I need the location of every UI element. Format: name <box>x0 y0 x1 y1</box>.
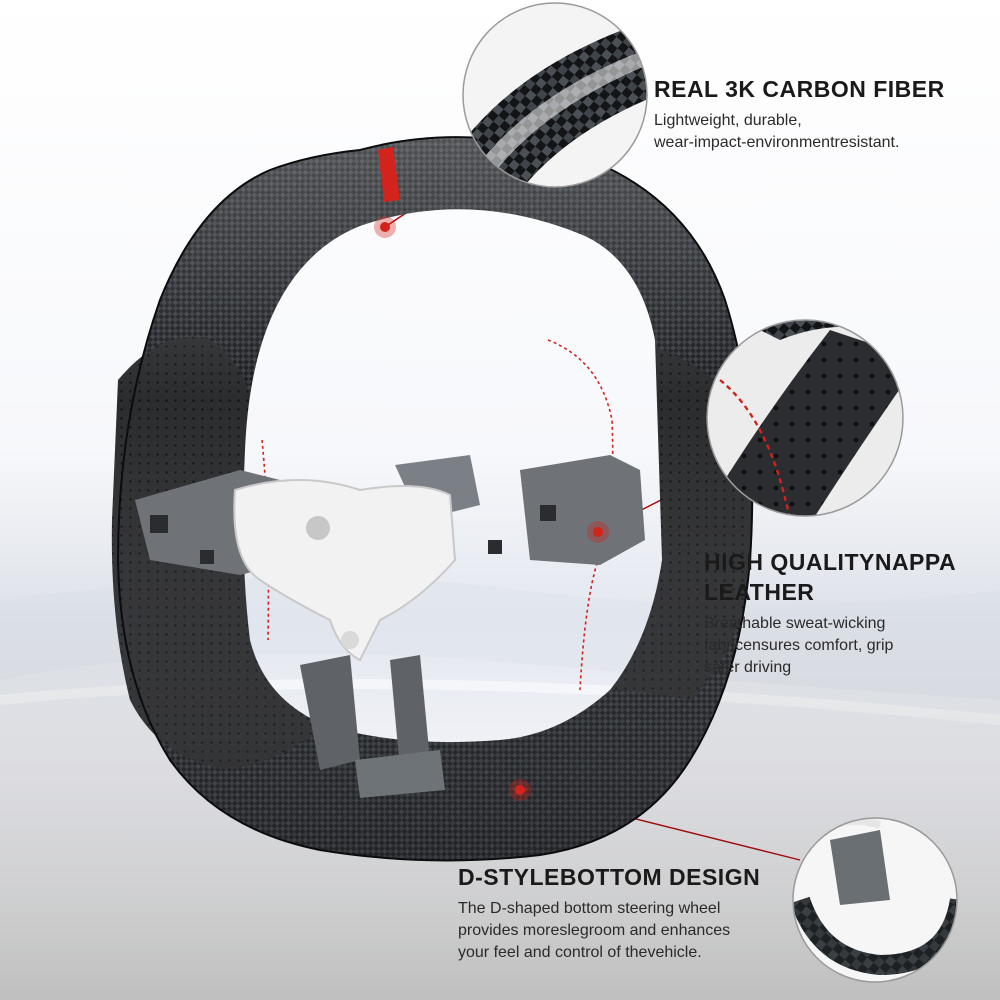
wheel-hub <box>135 455 645 798</box>
feature-nappa-leather: HIGH QUALITYNAPPA LEATHER Breathable swe… <box>704 547 996 679</box>
red-center-stripe <box>378 147 400 202</box>
feature-description-line: Breathable sweat-wicking <box>704 615 886 632</box>
feature-description-line: fabricensures comfort, grip <box>704 637 894 654</box>
feature-title: REAL 3K CARBON FIBER <box>654 76 945 102</box>
feature-title: D-STYLEBOTTOM DESIGN <box>458 864 761 890</box>
feature-description-line: your feel and control of thevehicle. <box>458 944 702 961</box>
feature-title-line: LEATHER <box>704 579 815 605</box>
feature-d-style-bottom: D-STYLEBOTTOM DESIGN The D-shaped bottom… <box>458 862 788 964</box>
feature-description-line: safer driving <box>704 659 792 676</box>
feature-description-line: provides moreslegroom and enhances <box>458 922 731 939</box>
feature-description-line: The D-shaped bottom steering wheel <box>458 900 721 917</box>
callout-markers <box>374 216 609 801</box>
feature-description-line: wear-impact-environmentresistant. <box>654 134 900 151</box>
feature-carbon-fiber: REAL 3K CARBON FIBER Lightweight, durabl… <box>654 74 994 154</box>
d-bottom-detail-icon <box>792 817 958 983</box>
feature-title-line: HIGH QUALITYNAPPA <box>704 549 957 575</box>
feature-description-line: Lightweight, durable, <box>654 112 802 129</box>
